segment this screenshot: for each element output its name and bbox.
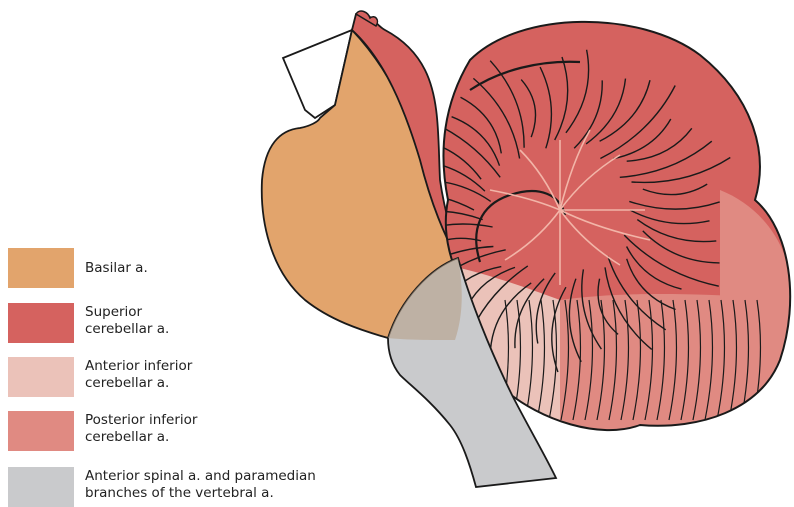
legend-label-anterior-inferior-cerebellar: Anterior inferior cerebellar a. — [85, 358, 192, 392]
legend-item-anterior-spinal: Anterior spinal a. and paramedian branch… — [8, 467, 316, 507]
legend-label-posterior-inferior-cerebellar: Posterior inferior cerebellar a. — [85, 412, 197, 446]
swatch-anterior-spinal — [8, 467, 74, 507]
legend-label-basilar: Basilar a. — [85, 260, 148, 277]
legend-label-anterior-spinal: Anterior spinal a. and paramedian branch… — [85, 468, 316, 502]
swatch-posterior-inferior-cerebellar — [8, 411, 74, 451]
legend-item-posterior-inferior-cerebellar: Posterior inferior cerebellar a. — [8, 411, 197, 451]
swatch-basilar — [8, 248, 74, 288]
legend-label-superior-cerebellar: Superior cerebellar a. — [85, 304, 169, 338]
legend-item-basilar: Basilar a. — [8, 248, 148, 288]
legend-item-superior-cerebellar: Superior cerebellar a. — [8, 303, 169, 343]
swatch-anterior-inferior-cerebellar — [8, 357, 74, 397]
swatch-superior-cerebellar — [8, 303, 74, 343]
legend-item-anterior-inferior-cerebellar: Anterior inferior cerebellar a. — [8, 357, 192, 397]
